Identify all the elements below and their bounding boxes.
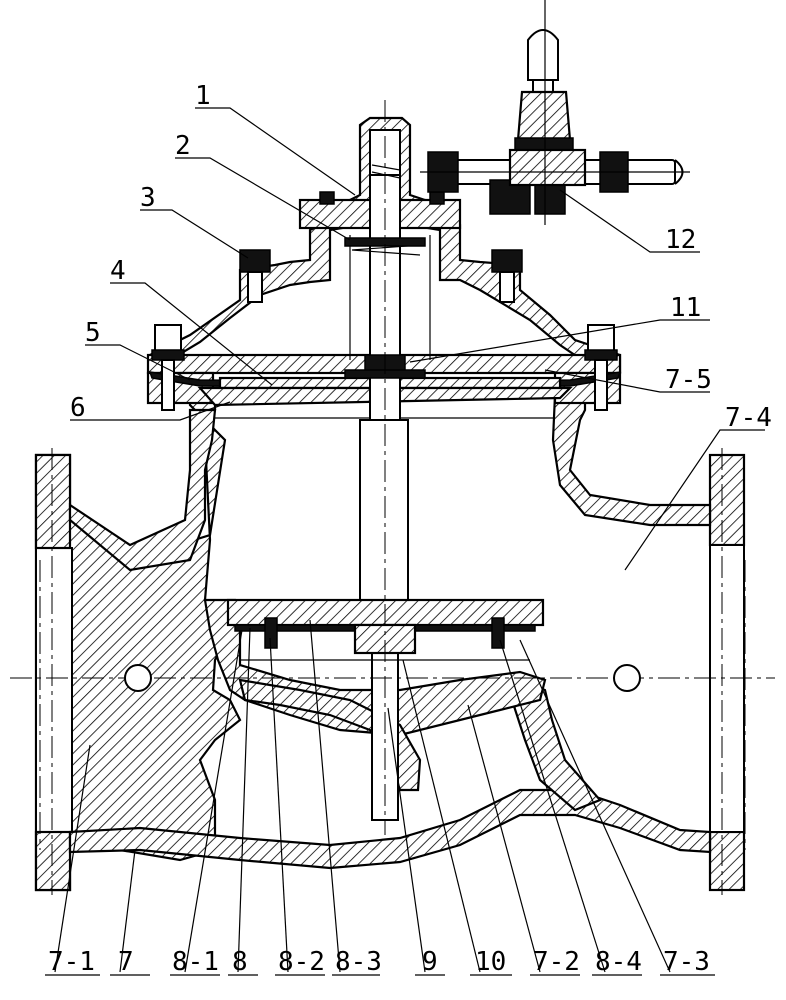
label-8-2: 8-2 xyxy=(278,947,325,977)
label-7-2: 7-2 xyxy=(533,947,580,977)
label-12: 12 xyxy=(665,225,696,255)
label-11: 11 xyxy=(670,293,701,323)
label-8-4: 8-4 xyxy=(595,947,642,977)
label-8-1: 8-1 xyxy=(172,947,219,977)
bolt-hole-left xyxy=(124,664,152,692)
part-labels: 1 2 3 4 5 6 11 12 7-5 7-4 7-1 7 8-1 8 8-… xyxy=(48,81,772,977)
label-2: 2 xyxy=(175,131,191,161)
label-1: 1 xyxy=(195,81,211,111)
label-7-4: 7-4 xyxy=(725,403,772,433)
leader-lines xyxy=(45,107,765,976)
pilot-valve xyxy=(420,0,690,225)
label-5: 5 xyxy=(85,318,101,348)
label-7: 7 xyxy=(118,947,134,977)
label-7-3: 7-3 xyxy=(663,947,710,977)
label-9: 9 xyxy=(422,947,438,977)
label-10: 10 xyxy=(475,947,506,977)
label-8-3: 8-3 xyxy=(335,947,382,977)
label-6: 6 xyxy=(70,393,86,423)
label-4: 4 xyxy=(110,256,126,286)
label-7-5: 7-5 xyxy=(665,365,712,395)
bolt-hole-right xyxy=(613,664,641,692)
label-8: 8 xyxy=(232,947,248,977)
label-3: 3 xyxy=(140,183,156,213)
label-7-1: 7-1 xyxy=(48,947,95,977)
